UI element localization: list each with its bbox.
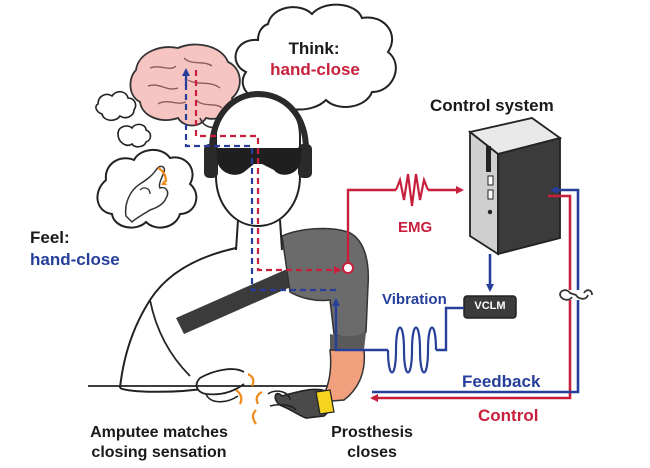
prosthetic-hand-icon: [267, 388, 335, 419]
control-label: Control: [478, 406, 539, 425]
vclm-label: VCLM: [474, 300, 506, 312]
amputee-caption-line1: Amputee matches: [90, 424, 228, 441]
prosthesis-caption-line1: Prosthesis: [331, 424, 413, 441]
prosthetic-socket: [281, 227, 370, 355]
feel-detail: hand-close: [30, 250, 120, 269]
think-heading: Think:: [288, 39, 340, 58]
feel-heading: Feel:: [30, 228, 70, 247]
emg-label: EMG: [398, 219, 433, 236]
chain-link-icon: [556, 289, 594, 301]
emg-wave-icon: [394, 173, 430, 207]
thought-dots: [95, 90, 152, 148]
headphones-icon: [204, 90, 312, 178]
prosthesis-caption-line2: closes: [347, 444, 397, 461]
vibration-coil-icon: [386, 326, 438, 374]
computer-tower-icon: [467, 117, 563, 256]
think-detail: hand-close: [270, 60, 360, 79]
amputee-caption-line2: closing sensation: [91, 444, 227, 461]
neural-dashed-paths: [182, 68, 342, 292]
pinch-hand-icon: [124, 165, 169, 224]
residual-forearm: [318, 349, 366, 403]
emg-signal-path: [342, 173, 464, 274]
feedback-label: Feedback: [462, 372, 541, 391]
vibration-label: Vibration: [382, 291, 447, 308]
vibration-signal-path: [332, 298, 464, 374]
control-system-title: Control system: [430, 96, 554, 115]
motion-indicators: [235, 373, 263, 425]
feedback-control-loop: [370, 186, 594, 402]
